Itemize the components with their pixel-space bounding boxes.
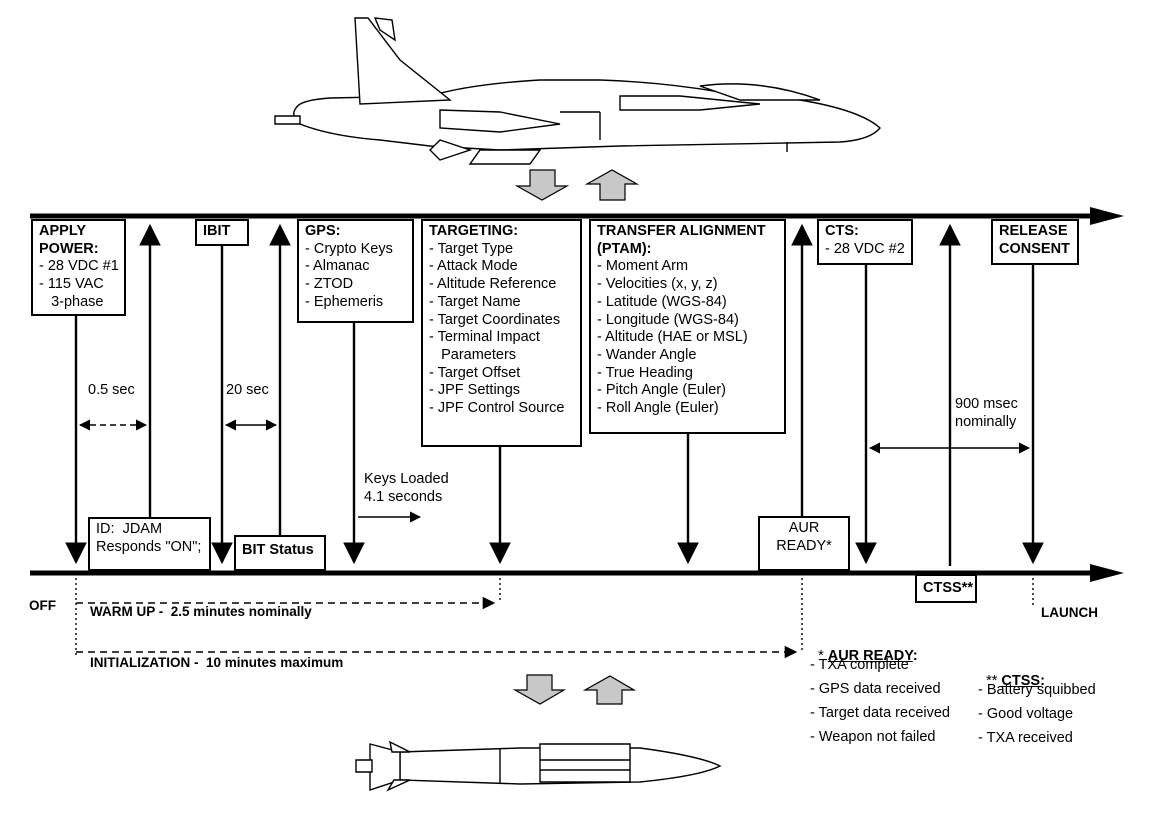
- off-label: OFF: [29, 598, 56, 613]
- transfer-item: - Longitude (WGS-84): [597, 311, 739, 328]
- targeting-item: - Terminal Impact: [429, 329, 540, 346]
- release-title-1: RELEASE: [999, 223, 1068, 239]
- gps-item: - Crypto Keys: [305, 240, 393, 257]
- apply-power-item: 3-phase: [39, 293, 104, 310]
- gps-title: GPS:: [305, 223, 341, 239]
- transfer-item: - Altitude (HAE or MSL): [597, 329, 748, 346]
- aur-ready-line: READY*: [776, 537, 832, 554]
- aur-ready-line: AUR: [788, 520, 820, 536]
- ctss-note-suffix: :: [1040, 673, 1045, 689]
- transfer-item: - Roll Angle (Euler): [597, 400, 719, 417]
- apply-power-title-2: POWER:: [39, 240, 99, 257]
- keys-loaded-label-1: Keys Loaded: [364, 471, 449, 487]
- transfer-title-2: (PTAM):: [597, 240, 652, 257]
- nine-hundred-label-1: 900 msec: [955, 396, 1018, 412]
- cts-title: CTS:: [825, 223, 859, 239]
- ctss-note-heading: ** CTSS:: [978, 656, 1045, 690]
- transfer-title-1: TRANSFER ALIGNMENT: [597, 223, 766, 239]
- release-title-2: CONSENT: [999, 240, 1070, 257]
- gps-box: GPS: - Crypto Keys - Almanac - ZTOD - Ep…: [297, 219, 414, 323]
- gps-item: - Ephemeris: [305, 293, 384, 310]
- apply-power-title-1: APPLY: [39, 223, 87, 239]
- nine-hundred-label-2: nominally: [955, 414, 1017, 430]
- ctss-box: CTSS**: [915, 574, 977, 603]
- targeting-item: - Target Type: [429, 240, 514, 257]
- transfer-alignment-box: TRANSFER ALIGNMENT (PTAM): - Moment Arm …: [589, 219, 786, 434]
- aur-note-item: - GPS data received: [810, 681, 941, 697]
- ctss-note-item: - Good voltage: [978, 706, 1074, 722]
- apply-power-box: APPLY POWER: - 28 VDC #1 - 115 VAC 3-pha…: [31, 219, 126, 316]
- aur-note-item: - Target data received: [810, 705, 950, 721]
- aur-note-item: - TXA complete: [810, 657, 909, 673]
- jdam-weapon-illustration: [355, 740, 722, 792]
- aur-ready-box: AUR READY*: [758, 516, 850, 571]
- data-transfer-arrows-top: [514, 169, 640, 201]
- targeting-item: - Attack Mode: [429, 258, 518, 275]
- targeting-item: - JPF Control Source: [429, 400, 565, 417]
- targeting-item: - Target Coordinates: [429, 311, 561, 328]
- event-arrows: [65, 223, 1044, 566]
- id-response-line: ID: JDAM: [96, 521, 163, 537]
- aur-note-title: AUR READY: [827, 648, 913, 664]
- release-consent-box: RELEASE CONSENT: [991, 219, 1079, 265]
- ibit-title: IBIT: [203, 223, 231, 239]
- ibit-box: IBIT: [195, 219, 249, 246]
- interval-arrows: [78, 419, 1031, 523]
- aircraft-timeline: [30, 207, 1124, 225]
- ctss-title: CTSS**: [923, 580, 973, 596]
- transfer-item: - Velocities (x, y, z): [597, 276, 718, 293]
- cts-item: - 28 VDC #2: [825, 240, 905, 257]
- gps-item: - Almanac: [305, 258, 370, 275]
- bit-status-box: BIT Status: [234, 535, 326, 571]
- warmup-label: WARM UP - 2.5 minutes nominally: [90, 604, 312, 619]
- cts-box: CTS: - 28 VDC #2: [817, 219, 913, 265]
- aur-note-item: - Weapon not failed: [810, 729, 936, 745]
- targeting-item: - JPF Settings: [429, 382, 521, 399]
- launch-label: LAUNCH: [1041, 605, 1098, 620]
- targeting-item: - Target Name: [429, 293, 521, 310]
- data-transfer-arrows-bottom: [512, 674, 637, 705]
- aircraft-illustration: [274, 17, 881, 165]
- targeting-item: - Target Offset: [429, 364, 521, 381]
- id-response-line: Responds "ON";: [96, 538, 202, 555]
- gps-item: - ZTOD: [305, 276, 354, 293]
- initialization-label: INITIALIZATION - 10 minutes maximum: [90, 655, 344, 670]
- weapon-timeline: [30, 564, 1124, 582]
- aur-note-prefix: *: [818, 648, 828, 664]
- twenty-second-label: 20 sec: [226, 382, 269, 398]
- targeting-box: TARGETING: - Target Type - Attack Mode -…: [421, 219, 582, 447]
- targeting-title: TARGETING:: [429, 223, 519, 239]
- transfer-item: - Pitch Angle (Euler): [597, 382, 726, 399]
- half-second-label: 0.5 sec: [88, 382, 135, 398]
- keys-loaded-label-2: 4.1 seconds: [364, 489, 443, 505]
- targeting-item: - Altitude Reference: [429, 276, 557, 293]
- transfer-item: - Moment Arm: [597, 258, 689, 275]
- transfer-item: - Latitude (WGS-84): [597, 293, 727, 310]
- apply-power-item: - 115 VAC: [39, 276, 104, 293]
- ctss-note-prefix: **: [986, 673, 1002, 689]
- bit-status-title: BIT Status: [242, 542, 314, 558]
- targeting-item: Parameters: [429, 346, 517, 363]
- transfer-item: - True Heading: [597, 364, 693, 381]
- aur-note-heading: * AUR READY:: [810, 631, 918, 665]
- ctss-note-title: CTSS: [1001, 673, 1041, 689]
- aur-note-suffix: :: [912, 648, 918, 664]
- transfer-item: - Wander Angle: [597, 346, 697, 363]
- ctss-note-item: - Battery squibbed: [978, 682, 1096, 698]
- ctss-note-item: - TXA received: [978, 730, 1073, 746]
- apply-power-item: - 28 VDC #1: [39, 258, 119, 275]
- id-response-box: ID: JDAM Responds "ON";: [88, 517, 211, 571]
